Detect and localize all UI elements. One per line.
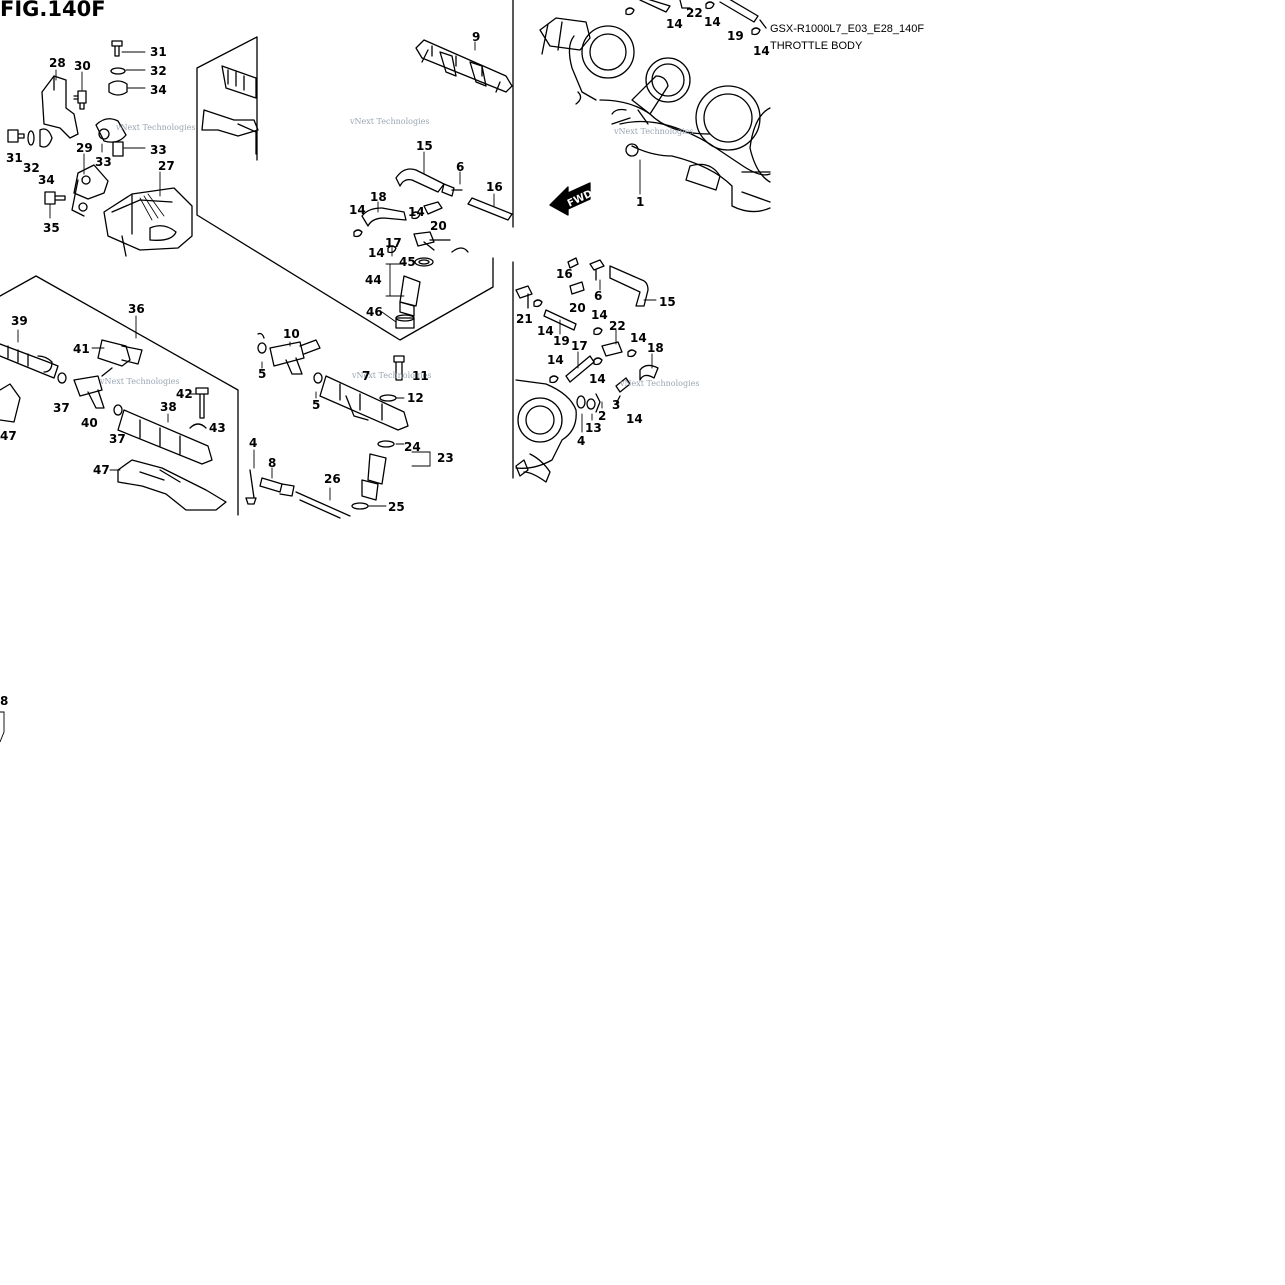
callout-label: 16 — [486, 180, 503, 194]
callout-label: 39 — [11, 314, 28, 328]
callout-label: 12 — [407, 391, 424, 405]
sensor-bracket-assembly — [7, 40, 193, 257]
callout-label: 33 — [150, 143, 167, 157]
callout-label: 21 — [516, 312, 533, 326]
callout-label: 44 — [365, 273, 382, 287]
callout-label: 47 — [0, 429, 17, 443]
callout-label: 16 — [556, 267, 573, 281]
callout-label: 1 — [636, 195, 644, 209]
callout-label: 38 — [160, 400, 177, 414]
callout-label: 27 — [158, 159, 175, 173]
callout-label: 6 — [594, 289, 602, 303]
callout-label: 8 — [268, 456, 276, 470]
throttle-body-main — [539, 17, 771, 213]
callout-label: 20 — [430, 219, 447, 233]
callout-label: 18 — [647, 341, 664, 355]
callout-label: 14 — [626, 412, 643, 426]
fuel-rail-center — [245, 332, 409, 519]
callout-label: 20 — [569, 301, 586, 315]
fuel-rail-left — [0, 339, 227, 511]
callout-label: 32 — [150, 64, 167, 78]
fwd-arrow — [549, 182, 591, 216]
hoses-lower-right — [515, 257, 659, 483]
callout-label: 30 — [74, 59, 91, 73]
callout-label: 2 — [598, 409, 606, 423]
callout-label: 11 — [412, 369, 429, 383]
callout-label: 47 — [93, 463, 110, 477]
callout-label: 17 — [385, 236, 402, 250]
callout-label: 19 — [727, 29, 744, 43]
callout-label: 14 — [408, 205, 425, 219]
watermark-4: vNext Technologies — [99, 377, 179, 386]
callout-labels: 31 32 34 28 30 31 32 29 33 33 34 27 35 9… — [0, 6, 770, 708]
figure-title: FIG.140F — [0, 0, 106, 21]
callout-label: 14 — [630, 331, 647, 345]
callout-label: 42 — [176, 387, 193, 401]
callout-label: 7 — [362, 369, 370, 383]
figure-name: THROTTLE BODY — [770, 40, 863, 52]
callout-label: 41 — [73, 342, 90, 356]
callout-label: 31 — [6, 151, 23, 165]
callout-label: 37 — [53, 401, 70, 415]
watermark-2: vNext Technologies — [349, 117, 429, 126]
callout-label: 46 — [366, 305, 383, 319]
watermark-6: vNext Technologies — [619, 379, 699, 388]
watermarks: vNext Technologies vNext Technologies vN… — [99, 117, 699, 388]
callout-label: 26 — [324, 472, 341, 486]
callout-label: 19 — [553, 334, 570, 348]
callout-label: 28 — [49, 56, 66, 70]
callout-label: 29 — [76, 141, 93, 155]
callout-label: 36 — [128, 302, 145, 316]
callout-label: 25 — [388, 500, 405, 514]
callout-label: 9 — [472, 30, 480, 44]
watermark-3: vNext Technologies — [613, 127, 693, 136]
callout-label: 22 — [686, 6, 703, 20]
watermark-1: vNext Technologies — [115, 123, 195, 132]
callout-label: 32 — [23, 161, 40, 175]
callout-label: 15 — [659, 295, 676, 309]
callout-label: 6 — [456, 160, 464, 174]
hoses-upper — [353, 168, 513, 329]
callout-label: 14 — [704, 15, 721, 29]
callout-label: 23 — [437, 451, 454, 465]
callout-label: 17 — [571, 339, 588, 353]
fuel-rail-upper — [415, 39, 513, 93]
callout-label: 8 — [0, 694, 8, 708]
callout-label: 4 — [577, 434, 585, 448]
figure-code: GSX-R1000L7_E03_E28_140F — [770, 23, 925, 35]
callout-label: 14 — [349, 203, 366, 217]
callout-label: 4 — [249, 436, 257, 450]
panel-frames — [0, 0, 514, 516]
callout-label: 15 — [416, 139, 433, 153]
callout-label: 5 — [258, 367, 266, 381]
cover-shrouds-upper — [201, 65, 259, 155]
leader-lines — [17, 41, 657, 507]
watermark-5: vNext Technologies — [351, 371, 431, 380]
callout-label: 5 — [312, 398, 320, 412]
callout-label: 18 — [370, 190, 387, 204]
callout-label: 14 — [537, 324, 554, 338]
callout-label: 14 — [368, 246, 385, 260]
callout-label: 37 — [109, 432, 126, 446]
callout-label: 24 — [404, 440, 421, 454]
callout-label: 35 — [43, 221, 60, 235]
callout-label: 40 — [81, 416, 98, 430]
callout-label: 45 — [399, 255, 416, 269]
callout-label: 14 — [753, 44, 770, 58]
hoses-top-right — [625, 0, 767, 36]
callout-label: 14 — [591, 308, 608, 322]
callout-label: 33 — [95, 155, 112, 169]
callout-label: 14 — [547, 353, 564, 367]
callout-label: 10 — [283, 327, 300, 341]
callout-label: 3 — [612, 398, 620, 412]
callout-label: 31 — [150, 45, 167, 59]
callout-label: 14 — [589, 372, 606, 386]
callout-label: 34 — [38, 173, 55, 187]
callout-label: 13 — [585, 421, 602, 435]
callout-label: 22 — [609, 319, 626, 333]
callout-label: 43 — [209, 421, 226, 435]
callout-label: 34 — [150, 83, 167, 97]
callout-label: 14 — [666, 17, 683, 31]
